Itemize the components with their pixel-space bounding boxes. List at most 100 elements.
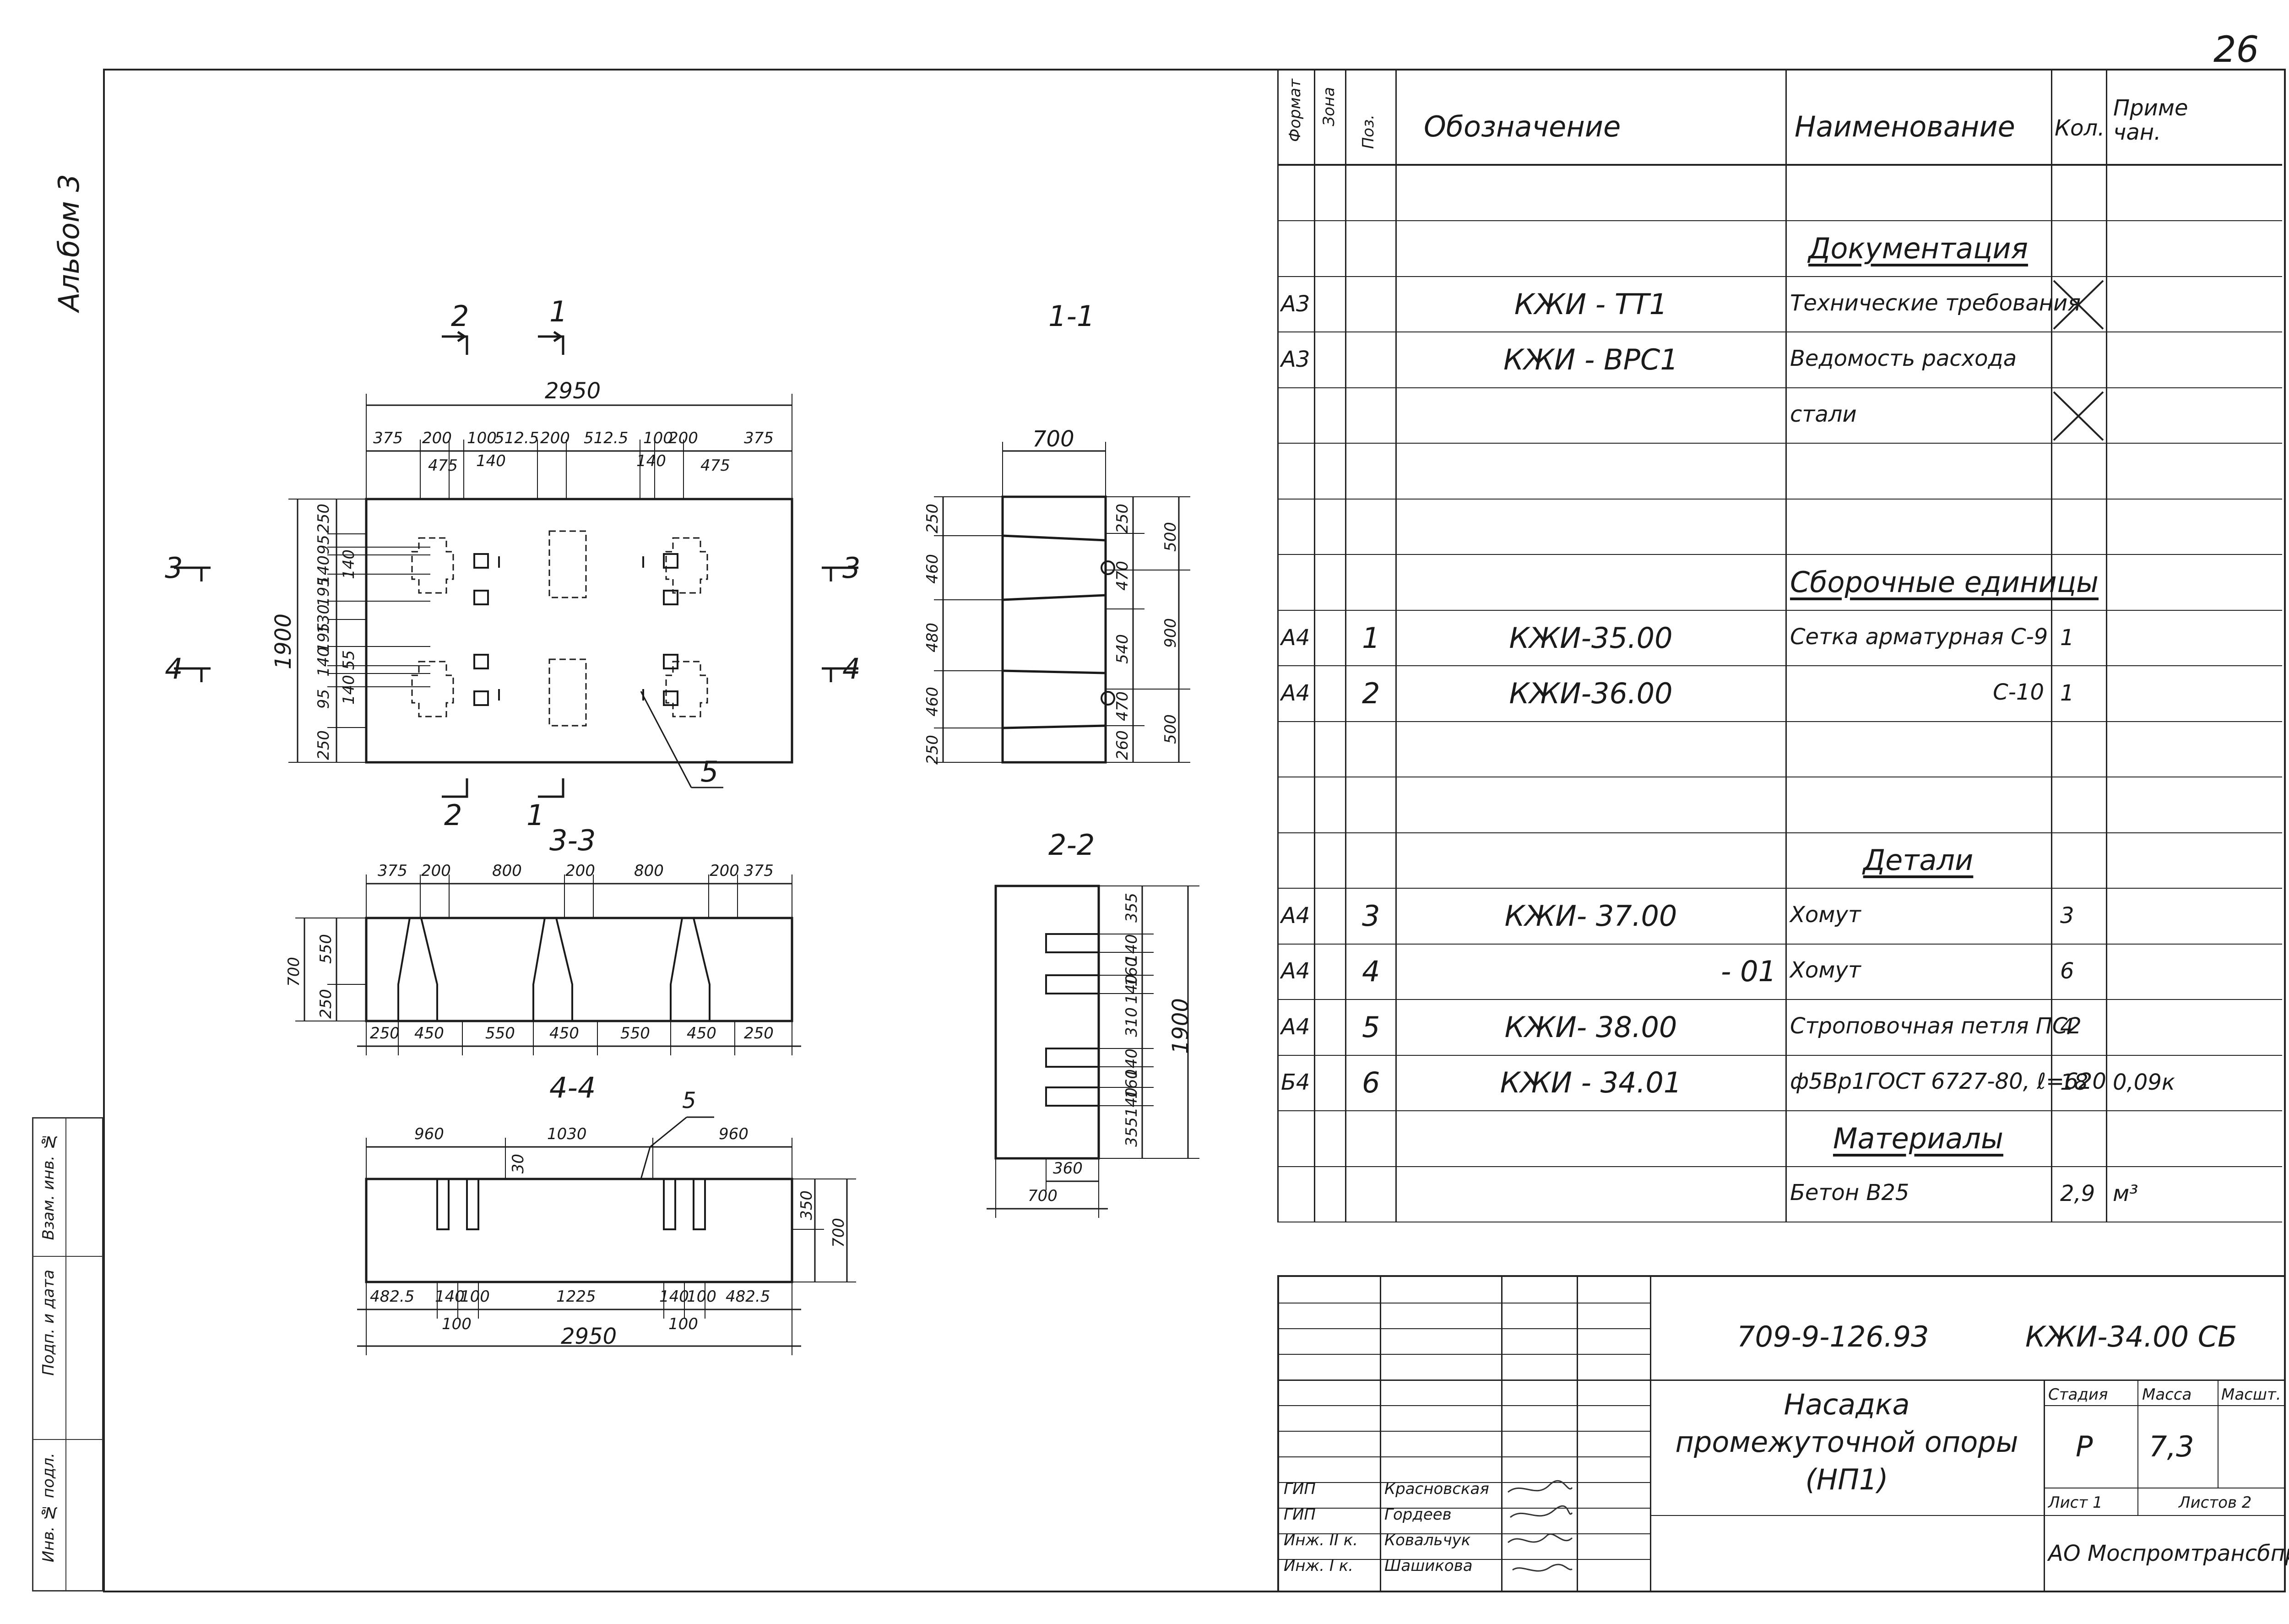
s44-top-1: 960	[414, 1125, 444, 1143]
spec-qty-cell: 6	[2060, 958, 2074, 984]
plan-left-dim-1: 250	[315, 504, 333, 533]
drawing-canvas	[174, 331, 1199, 1355]
spec-name-cell: Хомут	[1790, 902, 1861, 928]
plan-left-small-1: 140	[340, 549, 358, 579]
section-2-2	[987, 885, 1199, 1218]
s44-bottom-3: 100	[460, 1287, 490, 1306]
spec-qty-cell: 2,9	[2060, 1181, 2095, 1207]
mass-value: 7,3	[2149, 1430, 2194, 1463]
s44-top-2: 1030	[547, 1125, 587, 1143]
spec-header-pos: Поз.	[1359, 114, 1378, 149]
spec-format-cell: А4	[1281, 902, 1310, 929]
spec-pos-cell: 6	[1362, 1066, 1380, 1100]
spec-pos-cell: 4	[1362, 955, 1380, 989]
spec-row	[1277, 500, 2282, 555]
spec-header-format: Формат	[1286, 79, 1304, 142]
s44-bottom-5: 140	[659, 1287, 689, 1306]
spec-row: Бетон В25 2,9 м³	[1277, 1167, 2282, 1222]
s33-bottom-3: 550	[485, 1024, 515, 1043]
doc-code: КЖИ-34.00 СБ	[2025, 1320, 2237, 1353]
s11-left-1: 250	[923, 504, 942, 533]
s44-bottom-4: 1225	[556, 1287, 596, 1306]
spec-pos-cell: 3	[1362, 899, 1380, 933]
plan-top-small-4: 475	[700, 456, 730, 475]
plan-left-dim-11: 250	[315, 730, 333, 760]
s33-left-1: 550	[317, 934, 335, 964]
s33-bottom-1: 250	[370, 1024, 400, 1043]
s11-left-2: 460	[923, 554, 942, 584]
title-line-1: Насадка	[1784, 1388, 1910, 1421]
plan-top-dim-2: 200	[422, 429, 452, 447]
spec-row: Сборочные единицы	[1277, 555, 2282, 611]
plan-pos-callout: 5	[700, 755, 719, 788]
spec-designation-cell: - 01	[1721, 955, 1776, 989]
spec-format-cell: Б4	[1281, 1070, 1310, 1096]
spec-qty-cell: 1	[2060, 680, 2074, 706]
s22-dim-5: 310	[1123, 1007, 1141, 1037]
signer-name-3: Ковальчук	[1384, 1531, 1471, 1549]
s44-bottom-small-2: 100	[668, 1315, 698, 1333]
plan-left-dim-2: 95	[315, 535, 333, 555]
spec-header-zone: Зона	[1320, 87, 1338, 126]
s33-top-6: 200	[710, 862, 739, 880]
cut-label-4-right: 4	[842, 652, 861, 685]
s22-dim-9: 355	[1123, 1117, 1141, 1147]
spec-qty-cell: 4	[2060, 1014, 2074, 1040]
s44-right-2: 700	[830, 1218, 848, 1248]
spec-name-cell: Строповочная петля ПС2	[1790, 1013, 2082, 1039]
spec-name-cell: Сборочные единицы	[1790, 565, 2099, 599]
s33-top-5: 800	[634, 862, 664, 880]
spec-header-note: Приме чан.	[2113, 95, 2188, 145]
spec-name-cell: Материалы	[1833, 1121, 2003, 1155]
s11-right-out-1: 500	[1161, 522, 1180, 552]
page-number: 26	[2213, 29, 2259, 71]
s11-right-in-5: 260	[1113, 730, 1132, 760]
plan-view	[174, 331, 858, 798]
spec-pos-cell: 5	[1362, 1010, 1380, 1044]
cut-label-4-left: 4	[165, 652, 183, 685]
plan-left-dim-10: 95	[315, 689, 333, 709]
title-line-2: промежуточной опоры	[1675, 1425, 2018, 1459]
spec-note-cell: м³	[2113, 1181, 2138, 1207]
cross-mark-icon	[2052, 390, 2105, 442]
s44-bottom-small-1: 100	[442, 1315, 472, 1333]
plan-top-dim-3: 100	[467, 429, 497, 447]
spec-pos-cell: 2	[1362, 676, 1380, 710]
plan-overall-width: 2950	[545, 378, 601, 404]
spec-designation-cell: КЖИ-36.00	[1509, 676, 1673, 710]
s44-overall: 2950	[561, 1324, 617, 1349]
s22-overall: 1900	[1168, 998, 1193, 1054]
title-block: 709-9-126.93 КЖИ-34.00 СБ Насадка промеж…	[1277, 1275, 2289, 1591]
stage-value: Р	[2076, 1430, 2093, 1463]
spec-row: сталиX	[1277, 388, 2282, 444]
s44-right-1: 350	[797, 1190, 816, 1220]
s11-left-5: 250	[923, 735, 942, 765]
section-4-4-title: 4-4	[549, 1071, 596, 1104]
spec-name-cell: Бетон В25	[1790, 1180, 1909, 1206]
spec-row	[1277, 722, 2282, 778]
mass-label: Масса	[2142, 1385, 2192, 1404]
plan-top-small-2: 140	[476, 452, 506, 470]
s22-bottom-2: 700	[1028, 1187, 1058, 1205]
s22-dim-8: 140	[1123, 1087, 1141, 1117]
spec-name-cell: Сетка арматурная С-9	[1790, 624, 2048, 650]
s11-right-in-1: 250	[1113, 504, 1132, 533]
s44-pos-callout: 5	[682, 1088, 696, 1113]
signer-name-4: Шашикова	[1384, 1557, 1473, 1575]
signer-role-3: Инж. II к.	[1284, 1531, 1358, 1549]
s44-top-3: 960	[719, 1125, 749, 1143]
title-line-3: (НП1)	[1805, 1463, 1888, 1496]
cross-mark-icon	[2052, 279, 2105, 331]
plan-top-dim-4: 512.5	[494, 429, 539, 447]
spec-row	[1277, 444, 2282, 500]
sheets-label: Листов 2	[2179, 1494, 2252, 1512]
plan-top-dim-9: 375	[744, 429, 774, 447]
section-3-3	[295, 874, 801, 1055]
s33-bottom-4: 450	[549, 1024, 579, 1043]
